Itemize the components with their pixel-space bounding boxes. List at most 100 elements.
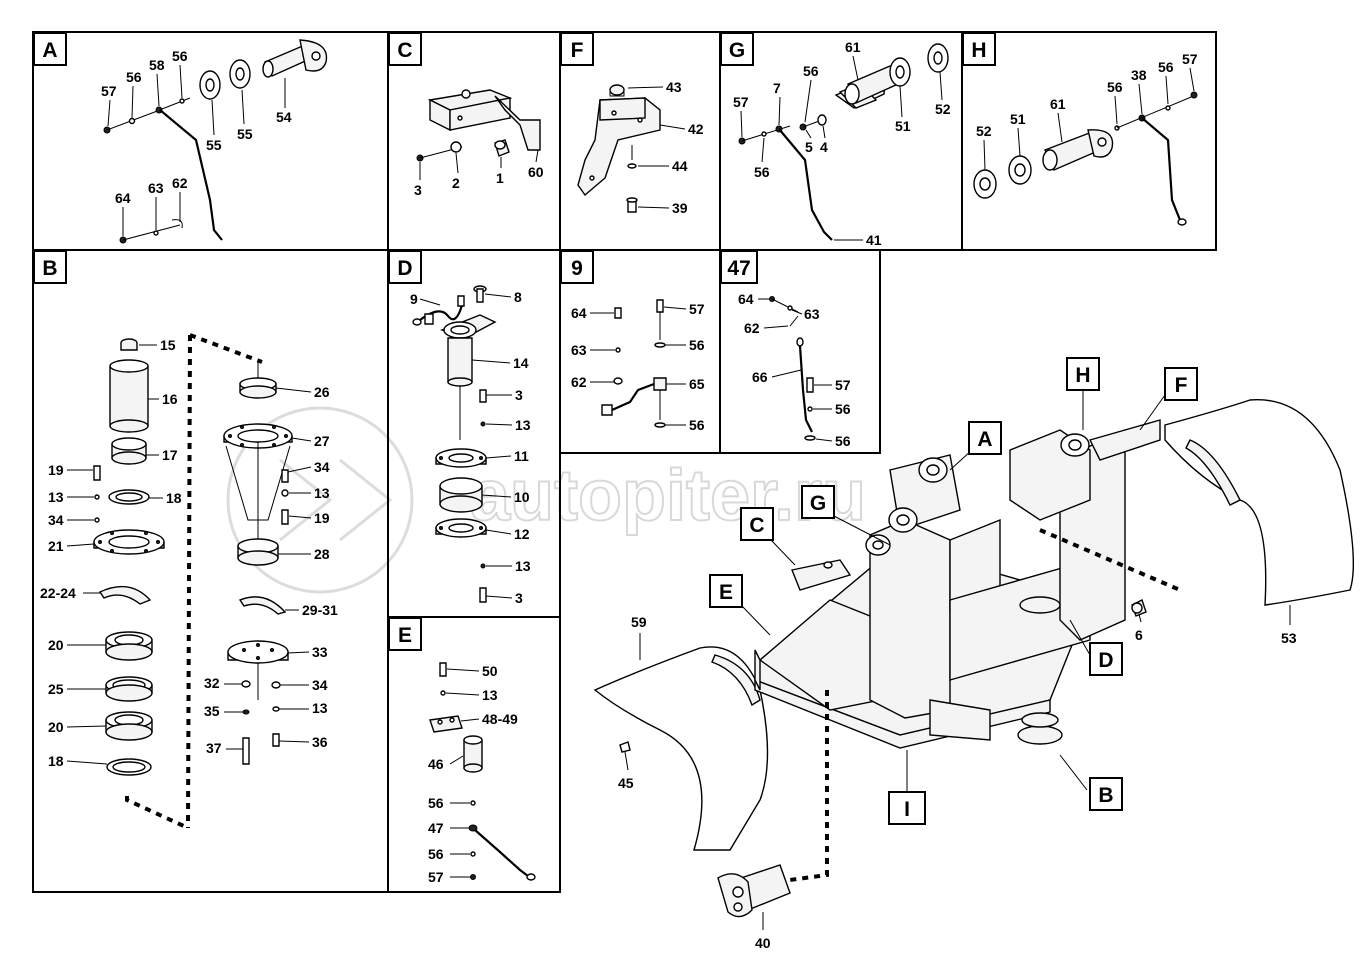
- panel-9-callouts: 64 63 62 57 56 65 56: [571, 301, 705, 433]
- tag-label: I: [904, 798, 910, 821]
- callout-number: 21: [48, 538, 64, 554]
- callout-number: 10: [514, 489, 530, 505]
- callout-number: 41: [866, 232, 882, 248]
- callout-number: 11: [514, 448, 529, 464]
- callout-number: 50: [482, 663, 498, 679]
- main-tag-c: C: [740, 507, 774, 541]
- panel-47-drawing: 64 63 62 66 57 56 56: [738, 291, 851, 449]
- callout-number: 36: [312, 734, 328, 750]
- callout-number: 1: [496, 170, 504, 186]
- watermark: autopiter.ru: [226, 406, 867, 594]
- panel-tag-47: 47: [720, 250, 758, 284]
- callout-number: 3: [515, 387, 523, 403]
- callout-number: 8: [514, 289, 522, 305]
- callout-number: 2: [452, 175, 460, 191]
- callout-number: 22-24: [40, 585, 76, 601]
- main-assembly-view: H F A G C E D B I 59 45 40 6 53: [593, 357, 1355, 951]
- callout-number: 56: [803, 63, 819, 79]
- tag-label: F: [571, 39, 584, 62]
- tag-label: A: [977, 428, 992, 451]
- panel-tag-c: C: [388, 32, 422, 66]
- callout-number: 65: [689, 376, 705, 392]
- callout-number: 15: [160, 337, 176, 353]
- callout-number: 56: [428, 795, 444, 811]
- callout-number: 37: [206, 740, 222, 756]
- panel-tag-h: H: [962, 32, 996, 66]
- panel-d-drawing: 9 8 14 3 13 11 10 12 13 3: [410, 285, 531, 606]
- main-tag-e: E: [709, 574, 743, 608]
- callout-number: 66: [752, 369, 768, 385]
- panel-c-callouts: 3 2 1 60: [414, 149, 544, 198]
- callout-number: 57: [835, 377, 851, 393]
- callout-number: 13: [515, 558, 531, 574]
- callout-number: 64: [571, 305, 587, 321]
- main-callouts: 59 45 40 6 53: [618, 614, 1297, 951]
- callout-number: 19: [314, 510, 330, 526]
- callout-number: 63: [804, 306, 820, 322]
- callout-number: 56: [1107, 79, 1123, 95]
- callout-number: 57: [689, 301, 705, 317]
- callout-number: 33: [312, 644, 328, 660]
- callout-number: 57: [733, 94, 749, 110]
- panel-tag-d: D: [388, 250, 422, 284]
- panel-h-callouts: 61 51 52 56 38 56 57: [976, 51, 1198, 171]
- panel-tags: A C F G H B D E 9 47: [33, 32, 996, 651]
- callout-number: 44: [672, 158, 688, 174]
- panel-f-drawing: 43 42 44 39: [577, 79, 704, 216]
- callout-number: 25: [48, 681, 64, 697]
- panel-g-callouts: 61 56 57 7 5 4 51 52 56 41: [733, 39, 951, 248]
- callout-number: 43: [666, 79, 682, 95]
- callout-number: 29-31: [302, 602, 338, 618]
- callout-number: 18: [48, 753, 64, 769]
- callout-number: 42: [688, 121, 704, 137]
- main-tag-a: A: [968, 421, 1002, 455]
- tag-label: F: [1175, 374, 1188, 397]
- tag-label: B: [42, 257, 57, 280]
- callout-number: 27: [314, 433, 330, 449]
- callout-number: 54: [276, 109, 292, 125]
- callout-number: 51: [1010, 111, 1026, 127]
- callout-number: 4: [820, 139, 828, 155]
- callout-number: 55: [237, 126, 253, 142]
- callout-number: 32: [204, 675, 220, 691]
- callout-number: 52: [935, 101, 951, 117]
- callout-number: 6: [1135, 627, 1143, 643]
- tag-label: D: [397, 257, 412, 280]
- callout-number: 13: [312, 700, 328, 716]
- callout-number: 13: [314, 485, 330, 501]
- callout-number: 61: [845, 39, 861, 55]
- callout-number: 56: [835, 401, 851, 417]
- panel-c-drawing: 3 2 1 60: [414, 89, 544, 198]
- callout-number: 7: [773, 80, 781, 96]
- callout-number: 26: [314, 384, 330, 400]
- watermark-text: autopiter.ru: [470, 456, 866, 536]
- panel-tag-9: 9: [560, 250, 594, 284]
- callout-number: 57: [101, 83, 117, 99]
- tag-label: E: [719, 581, 733, 604]
- callout-number: 56: [835, 433, 851, 449]
- callout-number: 12: [514, 526, 530, 542]
- callout-number: 62: [744, 320, 760, 336]
- tag-label: B: [1098, 784, 1113, 807]
- panel-a-callouts: 57 56 58 56 55 55 54 64 63 62: [101, 48, 292, 236]
- callout-number: 56: [689, 337, 705, 353]
- tag-label: G: [729, 39, 745, 62]
- callout-number: 40: [755, 935, 771, 951]
- callout-number: 20: [48, 637, 64, 653]
- panel-g-drawing: 61 56 57 7 5 4 51 52 56 41: [733, 39, 951, 248]
- callout-number: 13: [48, 489, 64, 505]
- callout-number: 58: [149, 57, 165, 73]
- tag-label: E: [398, 624, 412, 647]
- panel-e-callouts: 50 13 48-49 46 56 47 56 57: [428, 663, 518, 885]
- tag-label: A: [42, 39, 57, 62]
- tag-label: 9: [571, 257, 583, 280]
- callout-number: 56: [754, 164, 770, 180]
- callout-number: 51: [895, 118, 911, 134]
- callout-number: 63: [148, 180, 164, 196]
- callout-number: 13: [482, 687, 498, 703]
- callout-number: 62: [571, 374, 587, 390]
- callout-number: 59: [631, 614, 647, 630]
- panel-tag-f: F: [560, 32, 594, 66]
- tag-label: C: [749, 514, 764, 537]
